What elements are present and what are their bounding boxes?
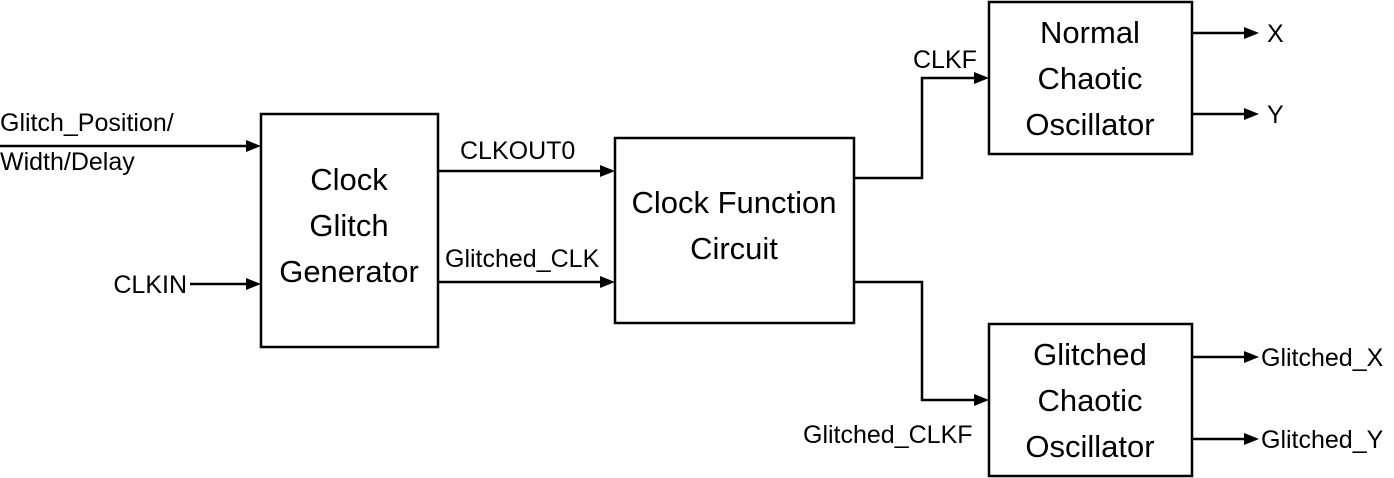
gco-label-line-1: Glitched — [1033, 337, 1147, 372]
glitched-clk-label: Glitched_CLK — [445, 245, 600, 273]
cfc-label-line-1: Clock Function — [631, 185, 836, 220]
nco-label-line-2: Chaotic — [1037, 61, 1142, 96]
clkf-arrowhead — [974, 72, 989, 84]
glitched-x-label: Glitched_X — [1261, 344, 1384, 372]
clkin-label: CLKIN — [113, 271, 187, 299]
gco-label-line-3: Oscillator — [1025, 429, 1154, 464]
clock-glitch-generator-box — [259, 112, 440, 349]
glitch-params-label-line-1: Glitch_Position/ — [0, 109, 174, 137]
glitch-params-label-line-2: Width/Delay — [0, 148, 135, 176]
clkf-wire — [854, 76, 976, 180]
cgg-label-line-2: Glitch — [309, 208, 388, 243]
y-arrowhead — [1244, 108, 1259, 120]
x-label: X — [1267, 20, 1284, 48]
nco-label-line-3: Oscillator — [1025, 107, 1154, 142]
clkout0-arrowhead — [600, 165, 615, 177]
cgg-label-line-1: Clock — [310, 162, 388, 197]
x-arrowhead — [1244, 27, 1259, 39]
clock-function-circuit-box — [613, 136, 856, 325]
glitched-clkf-label: Glitched_CLKF — [803, 421, 973, 449]
glitched-clkf-wire — [854, 280, 976, 402]
cfc-label-line-2: Circuit — [690, 231, 778, 266]
y-label: Y — [1267, 101, 1284, 129]
glitched-y-label: Glitched_Y — [1261, 426, 1384, 454]
clkout0-label: CLKOUT0 — [460, 137, 575, 165]
glitched-clk-arrowhead — [600, 276, 615, 288]
glitched-chaotic-oscillator-box — [987, 322, 1194, 478]
cgg-label-line-3: Generator — [279, 254, 419, 289]
glitched-clkf-arrowhead — [974, 394, 989, 406]
glitched-x-arrowhead — [1244, 351, 1259, 363]
clkf-label: CLKF — [913, 46, 977, 74]
glitch-params-arrowhead — [246, 140, 261, 152]
glitched-y-arrowhead — [1244, 433, 1259, 445]
gco-label-line-2: Chaotic — [1037, 383, 1142, 418]
normal-chaotic-oscillator-box — [987, 0, 1194, 156]
clkin-arrowhead — [246, 278, 261, 290]
nco-label-line-1: Normal — [1040, 15, 1140, 50]
